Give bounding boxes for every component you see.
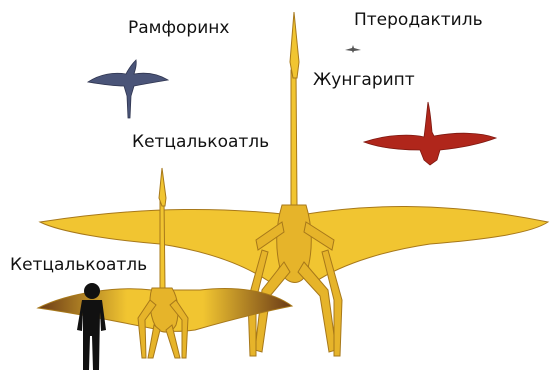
quetzalcoatlus-large-neck	[291, 70, 297, 205]
label-quetzalcoatlus-small: Кетцалькоатль	[10, 257, 147, 274]
label-pterodactylus: Птеродактиль	[354, 12, 483, 29]
quetzalcoatlus-large-wing-right	[300, 206, 548, 282]
label-rhamphorhynchus: Рамфоринх	[128, 20, 229, 37]
label-quetzalcoatlus-large: Кетцалькоатль	[132, 134, 269, 151]
label-dsungaripterus: Жунгарипт	[313, 72, 415, 89]
quetzalcoatlus-large-head	[290, 12, 299, 78]
quetzalcoatlus-small-neck	[160, 200, 165, 288]
quetzalcoatlus-small-head	[159, 168, 166, 206]
dsungaripterus-silhouette	[364, 102, 496, 165]
pterodactylus-silhouette	[345, 45, 361, 53]
rhamphorhynchus-silhouette	[88, 60, 168, 118]
